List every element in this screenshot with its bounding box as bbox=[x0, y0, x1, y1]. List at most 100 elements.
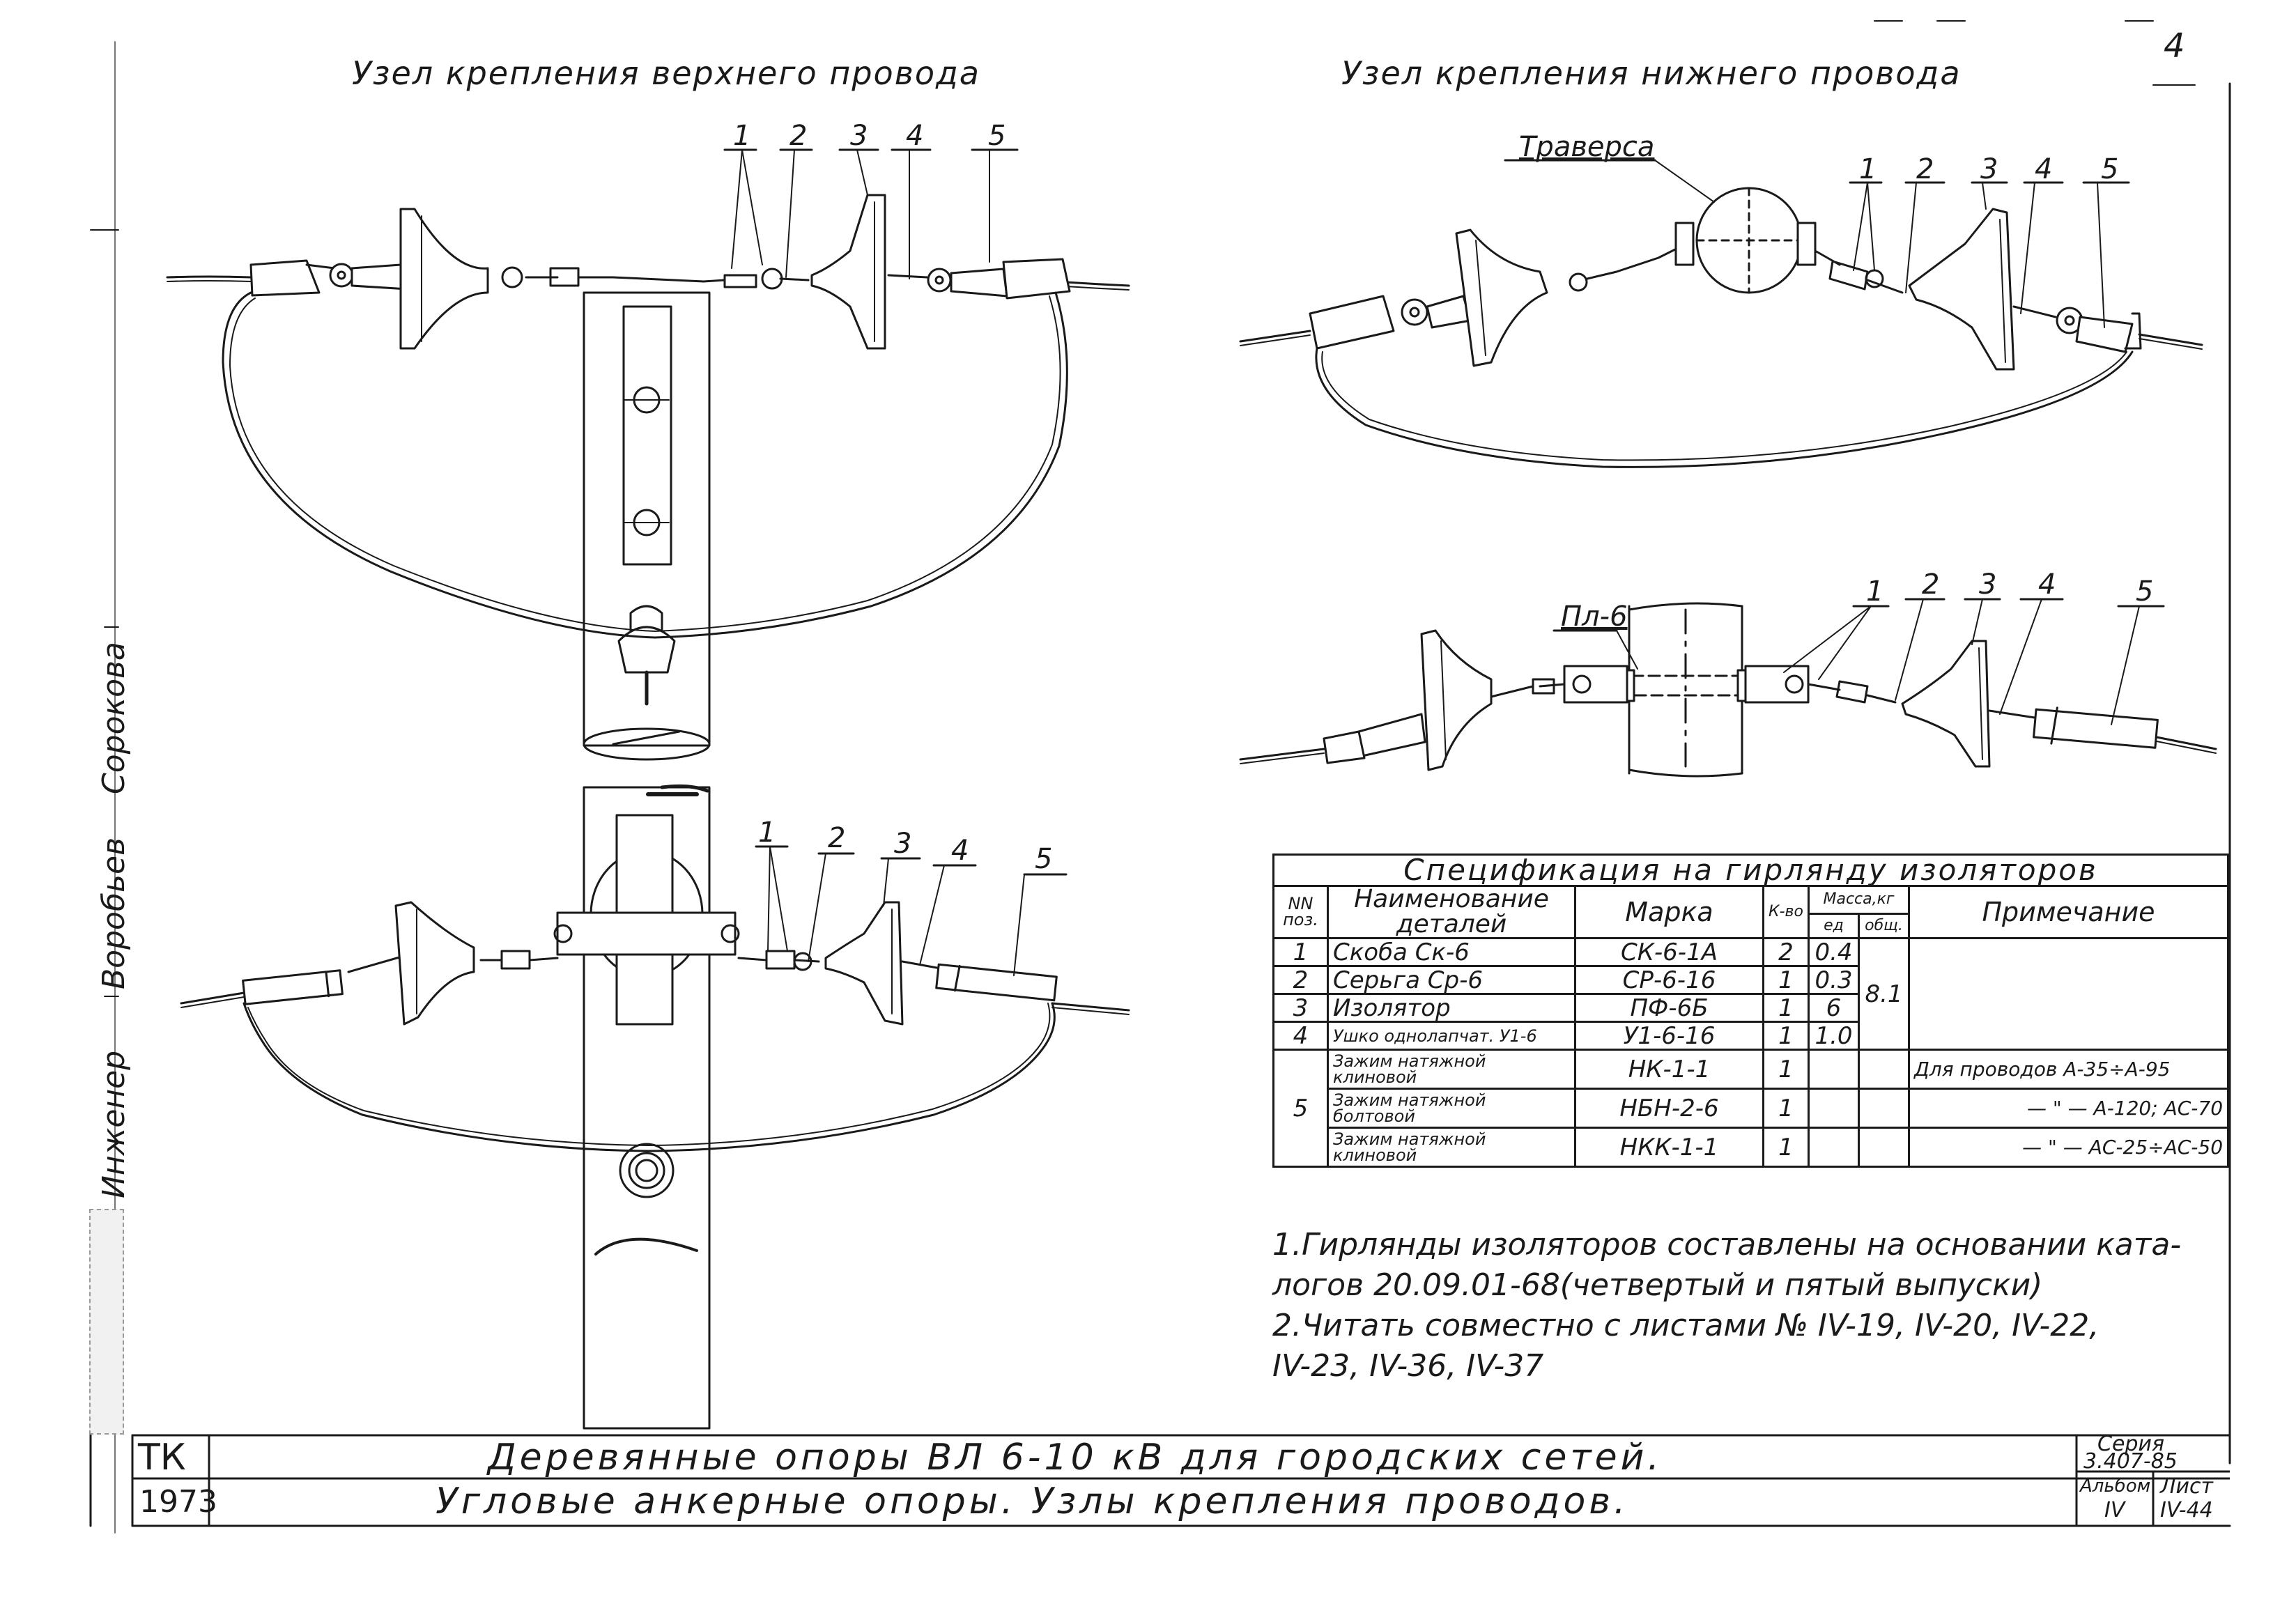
cell-qty: 1 bbox=[1762, 1021, 1810, 1051]
year: 1973 bbox=[139, 1484, 217, 1520]
cell-unit bbox=[1808, 1049, 1860, 1090]
plate-label: Пл-6 bbox=[1561, 601, 1628, 633]
sheet-label: Лист bbox=[2160, 1474, 2214, 1499]
note-line: 2.Читать совместно с листами № IV-19, IV… bbox=[1272, 1308, 2099, 1344]
cell-pos: 1 bbox=[1272, 937, 1329, 967]
cell-note bbox=[1907, 937, 2230, 1051]
cell-name: Скоба Ск-6 bbox=[1327, 937, 1576, 967]
callout-3: 3 bbox=[894, 828, 912, 860]
cell-qty: 1 bbox=[1762, 1088, 1810, 1129]
spec-title: Спецификация на гирлянду изоляторов bbox=[1272, 854, 2230, 887]
cell-unit: 6 bbox=[1808, 993, 1860, 1023]
cell-qty: 1 bbox=[1762, 965, 1810, 995]
header-mass: Масса,кг bbox=[1808, 885, 1910, 915]
cell-name: Зажим натяжной клиновой bbox=[1327, 1127, 1576, 1168]
title-line-1: Деревянные опоры ВЛ 6-10 кВ для городски… bbox=[488, 1437, 1663, 1478]
header-mass-total: общ. bbox=[1858, 912, 1910, 940]
table-row: 5 Зажим натяжной клиновой НК-1-1 1 Для п… bbox=[1272, 1049, 2230, 1168]
cell-unit bbox=[1808, 1127, 1860, 1168]
header-note: Примечание bbox=[1907, 885, 2230, 939]
cell-qty: 1 bbox=[1762, 1049, 1810, 1090]
callout-1: 1 bbox=[758, 817, 776, 849]
cell-name: Изолятор bbox=[1327, 993, 1576, 1023]
album-value: IV bbox=[2104, 1498, 2125, 1522]
callout-1: 1 bbox=[1859, 153, 1877, 185]
header-pos: NN поз. bbox=[1272, 885, 1329, 939]
cell-unit bbox=[1808, 1088, 1860, 1129]
cell-name: Серьга Ср-6 bbox=[1327, 965, 1576, 995]
upper-wire-node-top-view bbox=[166, 148, 1130, 761]
cell-name: Ушко однолапчат. У1-6 bbox=[1327, 1021, 1576, 1051]
lower-wire-node-top-view bbox=[1239, 159, 2203, 468]
cell-total bbox=[1858, 1049, 1910, 1090]
table-row: Зажим натяжной клиновой НКК-1-1 1 — " — … bbox=[1274, 1127, 2230, 1168]
callout-1: 1 bbox=[733, 120, 751, 152]
callout-5: 5 bbox=[988, 120, 1006, 152]
cell-mark: ПФ-6Б bbox=[1574, 993, 1764, 1023]
table-row: Зажим натяжной болтовой НБН-2-6 1 — " — … bbox=[1274, 1088, 2230, 1129]
callout-4: 4 bbox=[951, 835, 969, 867]
header-mark: Марка bbox=[1574, 885, 1764, 939]
cell-pos: 3 bbox=[1272, 993, 1329, 1023]
cell-mark: СК-6-1А bbox=[1574, 937, 1764, 967]
series-label: Серия bbox=[2097, 1432, 2164, 1456]
cell-mark: НКК-1-1 bbox=[1574, 1127, 1764, 1168]
sheet-value: IV-44 bbox=[2160, 1498, 2213, 1522]
cell-name: Зажим натяжной клиновой bbox=[1327, 1049, 1576, 1090]
callout-2: 2 bbox=[789, 120, 808, 152]
cell-total: 8.1 bbox=[1858, 937, 1910, 1051]
note-line: 1.Гирлянды изоляторов составлены на осно… bbox=[1272, 1227, 2182, 1262]
cell-total bbox=[1858, 1127, 1910, 1168]
callout-3: 3 bbox=[1980, 153, 1998, 185]
callout-4: 4 bbox=[2035, 153, 2053, 185]
cell-qty: 1 bbox=[1762, 993, 1810, 1023]
callout-5: 5 bbox=[2101, 153, 2119, 185]
right-drawing-title: Узел крепления нижнего провода bbox=[1341, 54, 1962, 92]
note-line: IV-23, IV-36, IV-37 bbox=[1272, 1348, 1544, 1384]
side-archive-stamp-image bbox=[89, 1209, 124, 1435]
header-name: Наименование деталей bbox=[1327, 885, 1576, 939]
cell-qty: 2 bbox=[1762, 937, 1810, 967]
sheet-corner-number: 4 bbox=[2164, 26, 2185, 65]
callout-2: 2 bbox=[1922, 569, 1940, 601]
cell-note: — " — А-120; АС-70 bbox=[1907, 1088, 2230, 1129]
cell-unit: 0.3 bbox=[1808, 965, 1860, 995]
notes-block: 1.Гирлянды изоляторов составлены на осно… bbox=[1272, 1225, 2181, 1387]
callout-4: 4 bbox=[2038, 569, 2056, 601]
callout-1: 1 bbox=[1866, 576, 1884, 608]
callout-3: 3 bbox=[1979, 569, 1997, 601]
callout-2: 2 bbox=[828, 822, 846, 854]
org-code: ТК bbox=[138, 1437, 186, 1478]
table-row: 4 Ушко однолапчат. У1-6 У1-6-16 1 1.0 bbox=[1272, 1021, 2228, 1051]
spec-table: Спецификация на гирлянду изоляторов NN п… bbox=[1272, 854, 2230, 1168]
note-line: логов 20.09.01-68(четвертый и пятый выпу… bbox=[1272, 1267, 2043, 1304]
traverse-label: Траверса bbox=[1519, 131, 1655, 163]
series-value: 3.407-85 bbox=[2083, 1449, 2178, 1474]
cell-pos: 5 bbox=[1272, 1049, 1329, 1168]
album-label: Альбом bbox=[2080, 1476, 2151, 1497]
cell-mark: У1-6-16 bbox=[1574, 1021, 1764, 1051]
cell-unit: 1.0 bbox=[1808, 1021, 1860, 1051]
cell-unit: 0.4 bbox=[1808, 937, 1860, 967]
table-row: 3 Изолятор ПФ-6Б 1 6 bbox=[1272, 993, 2228, 1023]
cell-mark: НК-1-1 bbox=[1574, 1049, 1764, 1090]
header-mass-unit: ед bbox=[1808, 912, 1860, 940]
cell-pos: 4 bbox=[1272, 1021, 1329, 1051]
callout-5: 5 bbox=[1035, 843, 1053, 875]
callout-2: 2 bbox=[1916, 153, 1934, 185]
cell-mark: СР-6-16 bbox=[1574, 965, 1764, 995]
cell-qty: 1 bbox=[1762, 1127, 1810, 1168]
callout-3: 3 bbox=[850, 120, 868, 152]
lower-wire-node-side-view bbox=[1239, 598, 2217, 778]
cell-note: — " — АС-25÷АС-50 bbox=[1907, 1127, 2230, 1168]
cell-mark: НБН-2-6 bbox=[1574, 1088, 1764, 1129]
upper-wire-node-bottom-view bbox=[180, 784, 1130, 1430]
title-line-2: Угловые анкерные опоры. Узлы крепления п… bbox=[436, 1481, 1629, 1522]
callout-4: 4 bbox=[906, 120, 924, 152]
table-row: 1 Скоба Ск-6 СК-6-1А 2 0.4 8.1 bbox=[1272, 937, 2230, 1051]
header-qty: К-во bbox=[1762, 885, 1810, 939]
cell-name: Зажим натяжной болтовой bbox=[1327, 1088, 1576, 1129]
cell-total bbox=[1858, 1088, 1910, 1129]
